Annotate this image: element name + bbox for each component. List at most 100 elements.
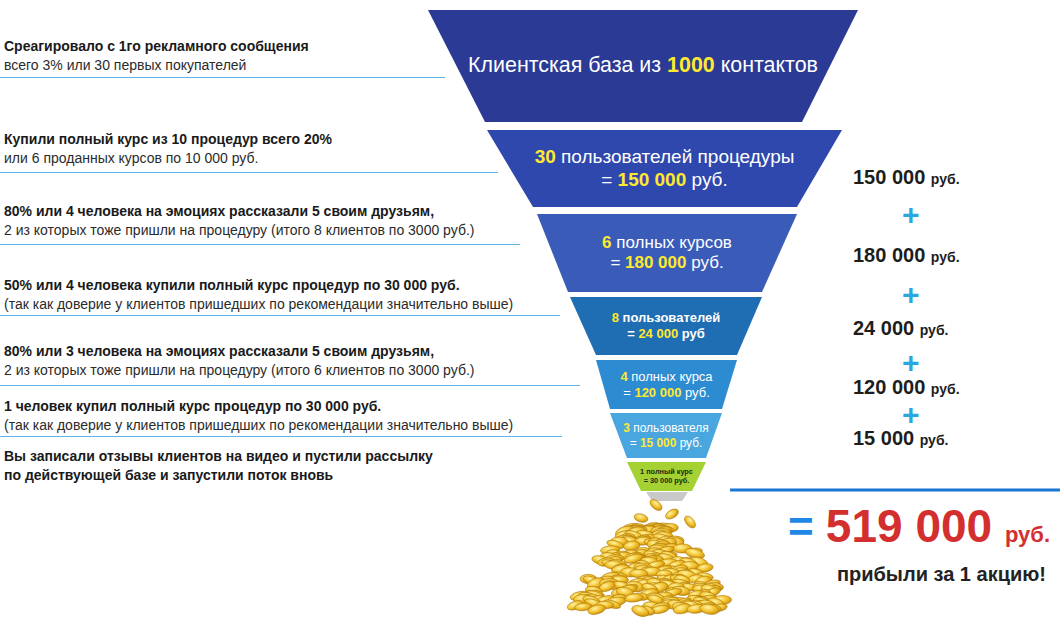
- note-underline: [0, 385, 580, 386]
- band-line: = 24 000 руб: [627, 326, 705, 342]
- amount-value: 180 000 руб.: [853, 243, 960, 269]
- plus-sign: +: [902, 200, 920, 230]
- step-heading: Купили полный курс из 10 процедур всего …: [4, 130, 332, 149]
- amount-number: 150 000: [853, 166, 931, 188]
- band-word: пользователей процедуры: [556, 146, 795, 167]
- band-line: 30 пользователей процедуры: [535, 146, 795, 169]
- band-number: 24 000: [638, 326, 678, 341]
- plus-sign: +: [902, 400, 920, 430]
- funnel-band: Клиентская база из 1000 контактов: [428, 10, 858, 122]
- band-word: =: [630, 436, 640, 450]
- amount-value: 15 000 руб.: [853, 426, 948, 452]
- band-label: 4 полных курса = 120 000 руб.: [596, 360, 737, 409]
- band-line: = 150 000 руб.: [601, 169, 728, 192]
- amount-value: 120 000 руб.: [853, 375, 960, 401]
- step-heading: Вы записали отзывы клиентов на видео и п…: [4, 447, 452, 485]
- plus-sign: +: [902, 280, 920, 310]
- note-underline: [0, 244, 520, 245]
- band-number: 180 000: [625, 253, 686, 272]
- coin-pile: [566, 497, 732, 618]
- gold-coin: [682, 514, 697, 530]
- band-word: =: [623, 385, 634, 400]
- band-number: 30: [535, 146, 556, 167]
- step-note: или 6 проданных курсов по 10 000 руб.: [4, 149, 258, 168]
- band-word: полных курсов: [612, 233, 732, 252]
- band-fill: [596, 360, 737, 409]
- step-heading: 50% или 4 человека купили полный курс пр…: [4, 276, 460, 295]
- band-number: 120 000: [634, 385, 681, 400]
- band-line: = 120 000 руб.: [623, 385, 710, 401]
- band-label: Клиентская база из 1000 контактов: [428, 10, 858, 122]
- gold-coin: [648, 497, 664, 512]
- band-line: 3 пользователя: [623, 421, 708, 435]
- band-line: 4 полных курса: [620, 369, 712, 385]
- band-word: руб: [678, 326, 705, 341]
- band-word: контактов: [715, 53, 818, 77]
- band-number: 150 000: [618, 169, 687, 190]
- band-fill: [610, 413, 722, 458]
- total-part: 519: [826, 500, 916, 552]
- amount-number: 15 000: [853, 427, 920, 449]
- step-note: (так как доверие у клиентов пришедших по…: [4, 295, 513, 314]
- amount-unit: руб.: [920, 432, 949, 448]
- step-note: (так как доверие у клиентов пришедших по…: [4, 416, 513, 435]
- band-label: 8 пользователей = 24 000 руб: [570, 297, 762, 355]
- total-rule: [730, 489, 1060, 492]
- gold-coin: [699, 603, 720, 616]
- step-heading: Среагировало с 1го рекламного сообщения: [4, 37, 309, 56]
- band-line: = 180 000 руб.: [610, 253, 723, 273]
- total-caption: прибыли за 1 акцию!: [837, 562, 1046, 586]
- amount-number: 180 000: [853, 244, 931, 266]
- band-word: руб.: [681, 385, 709, 400]
- band-number: 15 000: [640, 436, 676, 450]
- band-number: 1000: [667, 53, 715, 77]
- band-word: =: [610, 253, 625, 272]
- band-label: 3 пользователя = 15 000 руб.: [610, 413, 722, 458]
- total-part: =: [788, 502, 826, 551]
- band-word: Клиентская база из: [468, 53, 667, 77]
- step-heading: 1 человек купил полный курс процедур по …: [4, 397, 381, 416]
- band-fill: [537, 214, 797, 292]
- band-word: =: [601, 169, 617, 190]
- band-fill: [428, 10, 858, 122]
- band-word: пользователей: [619, 310, 720, 325]
- band-word: руб.: [686, 169, 728, 190]
- gold-coin: [624, 593, 644, 603]
- gold-coin: [587, 603, 607, 616]
- amount-number: 24 000: [853, 317, 920, 339]
- amount-unit: руб.: [931, 381, 960, 397]
- note-underline: [0, 172, 498, 173]
- step-note: всего 3% или 30 первых покупателей: [4, 56, 246, 75]
- band-word: пользователя: [630, 421, 709, 435]
- funnel-band: 8 пользователей = 24 000 руб: [570, 297, 762, 355]
- note-underline: [0, 315, 560, 316]
- band-fill: [570, 297, 762, 355]
- step-heading: 80% или 3 человека на эмоциях рассказали…: [4, 342, 434, 361]
- total-part: руб.: [1005, 522, 1050, 547]
- band-word: =: [627, 326, 638, 341]
- funnel-band: 6 полных курсов = 180 000 руб.: [537, 214, 797, 292]
- band-label: 30 пользователей процедуры = 150 000 руб…: [487, 130, 842, 207]
- band-line: = 15 000 руб.: [630, 436, 703, 450]
- amount-unit: руб.: [920, 322, 949, 338]
- funnel-band: 4 полных курса = 120 000 руб.: [596, 360, 737, 409]
- funnel-band: 30 пользователей процедуры = 150 000 руб…: [487, 130, 842, 207]
- band-number: 6: [602, 233, 611, 252]
- band-word: руб.: [686, 253, 723, 272]
- band-number: 3: [623, 421, 630, 435]
- note-underline: [0, 77, 445, 78]
- gold-coin: [630, 603, 650, 618]
- amount-unit: руб.: [931, 171, 960, 187]
- band-line: 6 полных курсов: [602, 233, 732, 253]
- band-line: = 30 000 руб.: [644, 477, 690, 486]
- gold-coin: [664, 507, 680, 521]
- funnel-band: 1 полный курс = 30 000 руб.: [627, 462, 706, 491]
- total-amount: = 519 000 руб.: [788, 503, 1050, 549]
- step-note: 2 из которых тоже пришли на процедуру (и…: [4, 221, 474, 240]
- band-number: 8: [612, 310, 619, 325]
- step-heading: 80% или 4 человека на эмоциях рассказали…: [4, 202, 434, 221]
- total-part: 000: [915, 500, 1005, 552]
- band-fill: [487, 130, 842, 207]
- amount-value: 24 000 руб.: [853, 316, 948, 342]
- amount-value: 150 000 руб.: [853, 165, 960, 191]
